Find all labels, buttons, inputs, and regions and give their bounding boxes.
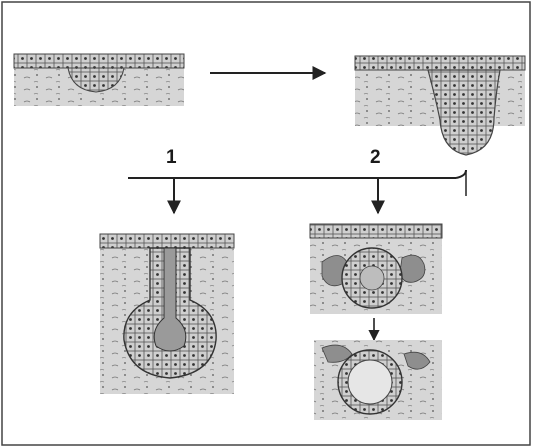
path-label-1: 1: [166, 147, 177, 168]
stage-epithelial-thickening: [14, 54, 184, 106]
cluster-center: [360, 266, 384, 290]
blood-vessel: [400, 255, 425, 282]
epithelium-layer: [14, 54, 184, 68]
epithelium-layer: [100, 234, 234, 248]
follicle-lumen: [348, 360, 392, 404]
epithelium-layer: [310, 224, 442, 238]
exocrine-gland: [100, 234, 234, 394]
epithelium-layer: [355, 56, 525, 70]
path-label-2: 2: [370, 147, 381, 168]
